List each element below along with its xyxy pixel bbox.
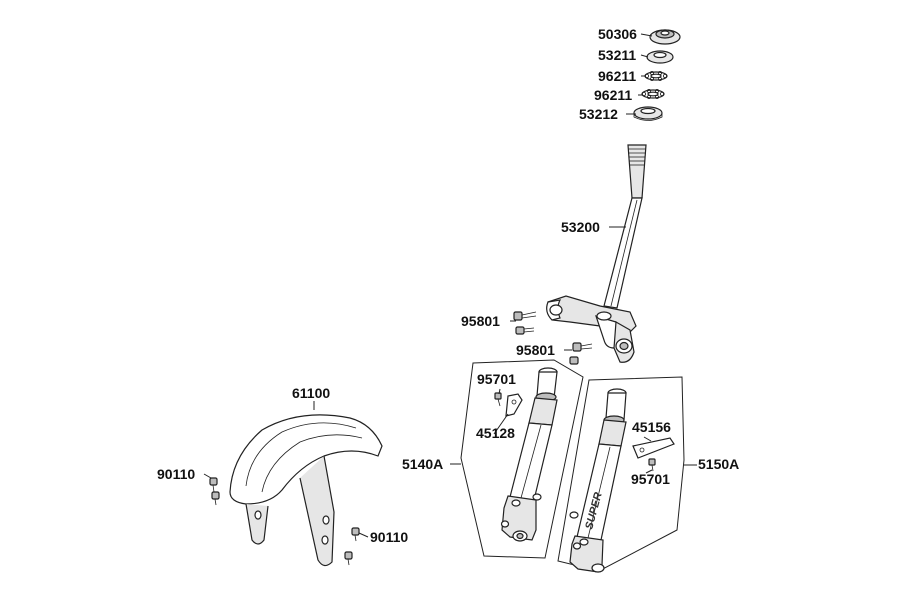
bracket-45156 [632, 437, 675, 459]
label-96211-lower: 96211 [594, 87, 632, 103]
fork-leg-5150A-outline [557, 376, 685, 572]
bolt-90110-left [209, 477, 220, 506]
label-90110-left: 90110 [157, 466, 195, 482]
label-53211: 53211 [598, 47, 636, 63]
screw-95701-right [648, 458, 656, 472]
label-53212: 53212 [579, 106, 618, 122]
label-96211-upper: 96211 [598, 68, 636, 84]
front-fender-61100 [229, 414, 383, 567]
label-61100: 61100 [292, 385, 330, 401]
top-nut-50306 [649, 29, 681, 45]
screw-95701-left [494, 392, 502, 407]
leader-lines [203, 33, 697, 538]
bolt-95801-lower [569, 342, 593, 365]
label-5140A: 5140A [402, 456, 443, 472]
part-labels: 50306 53211 96211 96211 53212 53200 9580… [157, 26, 739, 545]
label-45156: 45156 [632, 419, 671, 435]
label-50306: 50306 [598, 26, 637, 42]
fork-leg-5150A: SUPER [569, 388, 627, 573]
label-53200: 53200 [561, 219, 600, 235]
cone-race-53211 [646, 50, 674, 64]
label-95801-lower: 95801 [516, 342, 555, 358]
label-95701-left: 95701 [477, 371, 516, 387]
label-45128: 45128 [476, 425, 515, 441]
bolt-90110-right [344, 527, 360, 566]
label-5150A: 5150A [698, 456, 739, 472]
bolt-95801-upper [513, 311, 537, 335]
label-95701-right: 95701 [631, 471, 670, 487]
label-95801-upper: 95801 [461, 313, 500, 329]
cone-race-53212 [633, 106, 663, 121]
fork-leg-5140A-outline [460, 359, 584, 559]
steering-stem-53200 [546, 144, 647, 363]
ball-bearing-96211-upper [644, 71, 668, 82]
ball-bearing-96211-lower [641, 89, 665, 100]
bracket-45128 [505, 393, 523, 417]
label-90110-right: 90110 [370, 529, 408, 545]
fork-leg-5140A [500, 367, 558, 542]
